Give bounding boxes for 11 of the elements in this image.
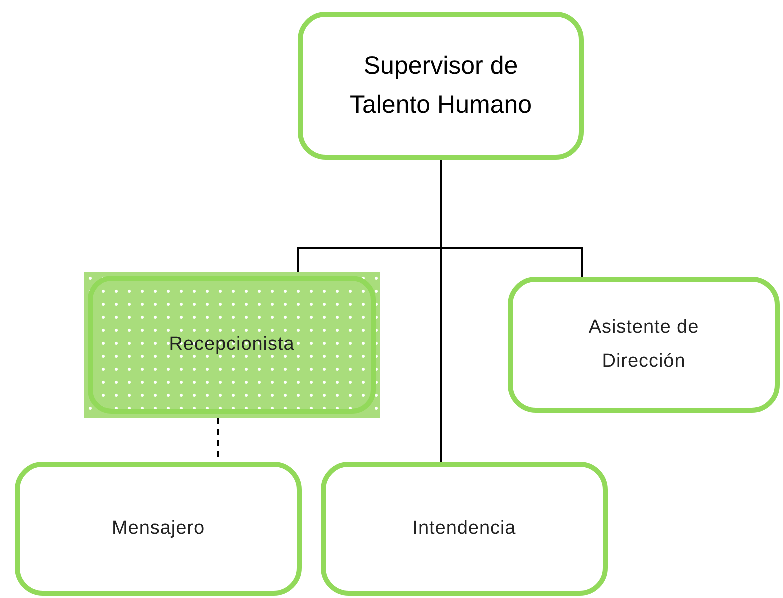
org-chart-box xyxy=(84,272,380,418)
org-chart-box xyxy=(15,462,302,596)
org-chart-box xyxy=(508,277,780,413)
role-label: Asistente de Dirección xyxy=(588,316,700,374)
role-label: Recepcionista xyxy=(169,332,295,357)
role-label: Intendencia xyxy=(412,517,516,541)
org-chart-box xyxy=(298,12,584,160)
role-label: Mensajero xyxy=(112,517,205,541)
connector-line xyxy=(440,160,442,462)
org-chart-box xyxy=(321,462,608,596)
role-label: Supervisor de Talento Humano xyxy=(348,51,534,121)
